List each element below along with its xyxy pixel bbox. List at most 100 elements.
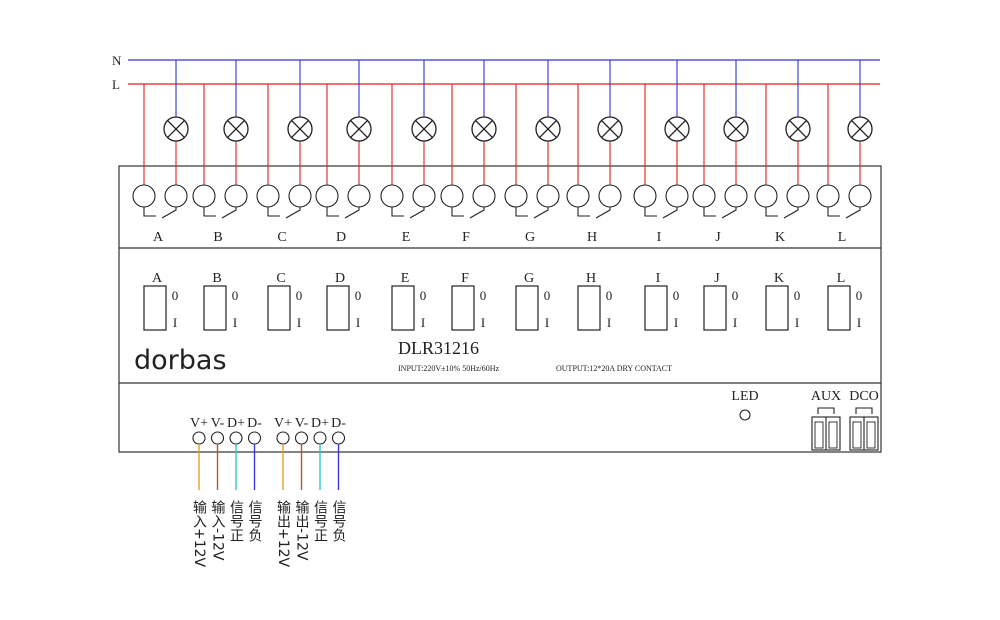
switch-state-on: I (545, 315, 549, 330)
bus-pin-label: D- (331, 416, 346, 431)
terminal-live (566, 184, 590, 208)
bus-wire-description: 信号正 (228, 500, 244, 542)
switch-state-off: 0 (355, 288, 362, 303)
channel-label-terminal: B (213, 230, 222, 245)
terminal-load (665, 184, 689, 208)
bus-pin-label: V- (211, 416, 225, 431)
lamp-cross (415, 120, 433, 138)
lamp-cross (350, 120, 368, 138)
lamp-cross (851, 120, 869, 138)
switch-label: J (714, 271, 720, 286)
switch-state-off: 0 (172, 288, 179, 303)
switch-state-off: 0 (794, 288, 801, 303)
bus-terminal (313, 431, 327, 445)
switch-state-off: 0 (296, 288, 303, 303)
bus-pin-label: V+ (274, 416, 292, 431)
switch-state-on: I (297, 315, 301, 330)
dco-pin (852, 421, 862, 449)
terminal-live (440, 184, 464, 208)
switch-state-on: I (607, 315, 611, 330)
channels: AA0IBB0ICC0IDD0IEE0IFF0IGG0IHH0III0IJJ0I… (132, 60, 873, 331)
switch-state-off: 0 (420, 288, 427, 303)
channel-label-terminal: J (715, 230, 721, 245)
relay-contact (391, 207, 404, 217)
switch-state-on: I (356, 315, 360, 330)
terminal-live (504, 184, 528, 208)
manual-switch (703, 285, 727, 331)
relay-contact-blade (845, 207, 861, 219)
relay-contact (515, 207, 528, 217)
relay-contact (143, 207, 156, 217)
switch-state-off: 0 (732, 288, 739, 303)
bus-terminal (210, 431, 225, 445)
channel-label-terminal: I (657, 230, 662, 245)
bus-terminal (247, 431, 262, 445)
terminal-live (754, 184, 778, 208)
manual-switch (143, 285, 167, 331)
relay-contact-blade (409, 207, 425, 219)
bus-pin-label: V- (295, 416, 309, 431)
dco-pin (866, 421, 876, 449)
switch-state-on: I (173, 315, 177, 330)
relay-contact-blade (783, 207, 799, 219)
switch-state-off: 0 (856, 288, 863, 303)
switch-state-on: I (233, 315, 237, 330)
switch-label: F (461, 271, 469, 286)
relay-contact-blade (161, 207, 177, 219)
lamp-cross (668, 120, 686, 138)
bus-wire-description: 输出+12V (275, 500, 291, 568)
bus-terminal (276, 431, 290, 445)
live-label: L (112, 77, 120, 92)
channel-label-terminal: A (153, 230, 164, 245)
switch-state-on: I (857, 315, 861, 330)
relay-contact-blade (721, 207, 737, 219)
channel-label-terminal: D (336, 230, 346, 245)
relay-contact (827, 207, 840, 217)
relay-contact (577, 207, 590, 217)
relay-contact-blade (662, 207, 678, 219)
terminal-live (380, 184, 404, 208)
neutral-label: N (112, 53, 122, 68)
switch-state-on: I (674, 315, 678, 330)
relay-contact-blade (221, 207, 237, 219)
switch-state-off: 0 (673, 288, 680, 303)
lamp-cross (227, 120, 245, 138)
bus-wire-description: 输出-12V (294, 500, 310, 561)
relay-contact-blade (533, 207, 549, 219)
manual-switch (326, 285, 350, 331)
terminal-live (315, 184, 339, 208)
relay-contact (267, 207, 280, 217)
channel-label-terminal: C (277, 230, 286, 245)
lamp-icon (163, 116, 189, 142)
channel-label-terminal: F (462, 230, 470, 245)
channel-label-terminal: G (525, 230, 535, 245)
switch-label: C (276, 271, 285, 286)
switch-state-on: I (481, 315, 485, 330)
lamp-icon (223, 116, 249, 142)
bus-terminal (229, 431, 243, 445)
relay-contact (451, 207, 464, 217)
terminal-load (347, 184, 371, 208)
switch-label: A (152, 271, 163, 286)
lamp-icon (597, 116, 623, 142)
terminal-load (848, 184, 872, 208)
dco-jumper (855, 407, 873, 414)
manual-switch (391, 285, 415, 331)
bus-terminals: V+输入+12VV-输入-12VD+信号正D-信号负V+输出+12VV-输出-1… (190, 416, 347, 568)
switch-label: H (586, 271, 596, 286)
channel-label-terminal: L (838, 230, 847, 245)
bus-terminal (192, 431, 206, 445)
relay-contact-blade (344, 207, 360, 219)
lamp-icon (785, 116, 811, 142)
relay-contact-blade (595, 207, 611, 219)
manual-switch (644, 285, 668, 331)
lamp-icon (411, 116, 437, 142)
lamp-cross (789, 120, 807, 138)
module-body (118, 165, 882, 453)
lamp-icon (287, 116, 313, 142)
switch-state-on: I (795, 315, 799, 330)
lamp-icon (847, 116, 873, 142)
manual-switch (451, 285, 475, 331)
relay-contact (703, 207, 716, 217)
